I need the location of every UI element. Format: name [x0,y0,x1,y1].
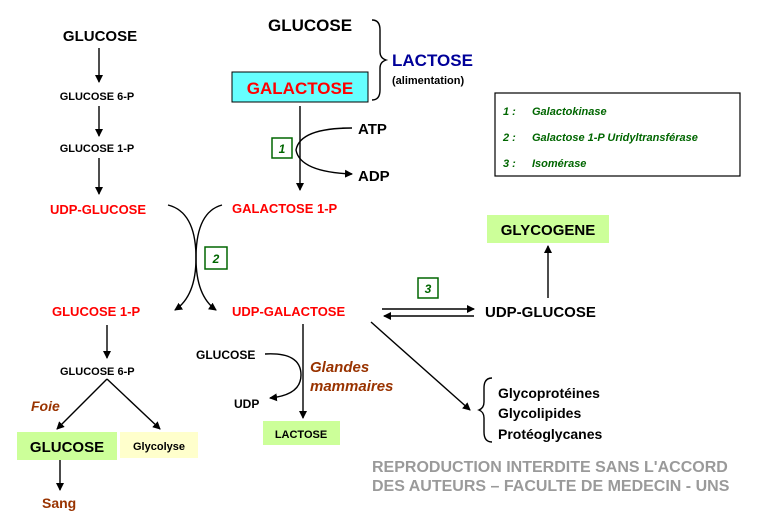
adp: ADP [358,168,390,185]
sang-label: Sang [42,495,76,511]
udp-galactose: UDP-GALACTOSE [232,304,345,319]
enzyme-legend [494,92,741,177]
glycogene-box [487,215,609,243]
enzyme-badge-2 [204,246,228,270]
udp: UDP [234,397,259,411]
product: Glycolipides [498,405,581,421]
udp-glucose-to-glucose1p-curve [167,204,197,311]
enzyme-badge-2-label: 2 [212,252,220,266]
enzyme-badge-1-label: 1 [279,142,286,156]
legend-num: 3 : [503,158,516,170]
lactose-box [263,421,340,445]
glycogene: GLYCOGENE [501,222,595,239]
legend-num: 2 : [502,132,516,144]
center-glucose: GLUCOSE [268,16,352,35]
legend-name: Galactose 1-P Uridyltransférase [532,132,698,144]
watermark: REPRODUCTION INTERDITE SANS L'ACCORD DES… [372,459,730,495]
enzyme-badge-1 [271,137,293,159]
arrow [106,378,161,430]
lactose-out: LACTOSE [275,429,327,441]
glycolyse: Glycolyse [133,441,185,453]
brace [371,19,389,101]
glucose-1p-red: GLUCOSE 1-P [52,304,140,319]
foie-label: Foie [31,398,60,414]
lactose-title: LACTOSE [392,51,473,70]
enzyme-badge-3 [417,277,439,299]
galactose: GALACTOSE [247,79,353,98]
galactose-box [231,71,369,103]
galactose-1p: GALACTOSE 1-P [232,201,338,216]
legend-num: 1 : [503,106,516,118]
glycolyse-box [120,432,198,458]
alimentation: (alimentation) [392,75,464,87]
glucose-box [17,432,117,460]
enzyme-badge-3-label: 3 [425,282,432,296]
left-glucose-6p: GLUCOSE 6-P [60,91,135,103]
glucose-out: GLUCOSE [30,439,104,456]
udp-glucose-left: UDP-GLUCOSE [50,202,146,217]
glucose-6p-lower: GLUCOSE 6-P [60,366,135,378]
udp-glucose-right: UDP-GLUCOSE [485,304,596,321]
product: Glycoprotéines [498,385,600,401]
atp-adp-curve [295,127,353,178]
legend-name: Isomérase [532,158,586,170]
glandes-label: Glandes [310,359,369,376]
glucose-udp-curve [264,353,302,402]
mammaires-label: mammaires [310,378,393,395]
galactose1p-to-udp-galactose-curve [195,204,223,311]
glucose-small: GLUCOSE [196,348,255,362]
brace [477,377,493,443]
arrow [56,378,108,430]
legend-name: Galactokinase [532,106,607,118]
left-glucose: GLUCOSE [63,28,137,45]
atp: ATP [358,121,387,138]
arrow [370,321,471,411]
left-glucose-1p: GLUCOSE 1-P [60,143,135,155]
product: Protéoglycanes [498,426,602,442]
